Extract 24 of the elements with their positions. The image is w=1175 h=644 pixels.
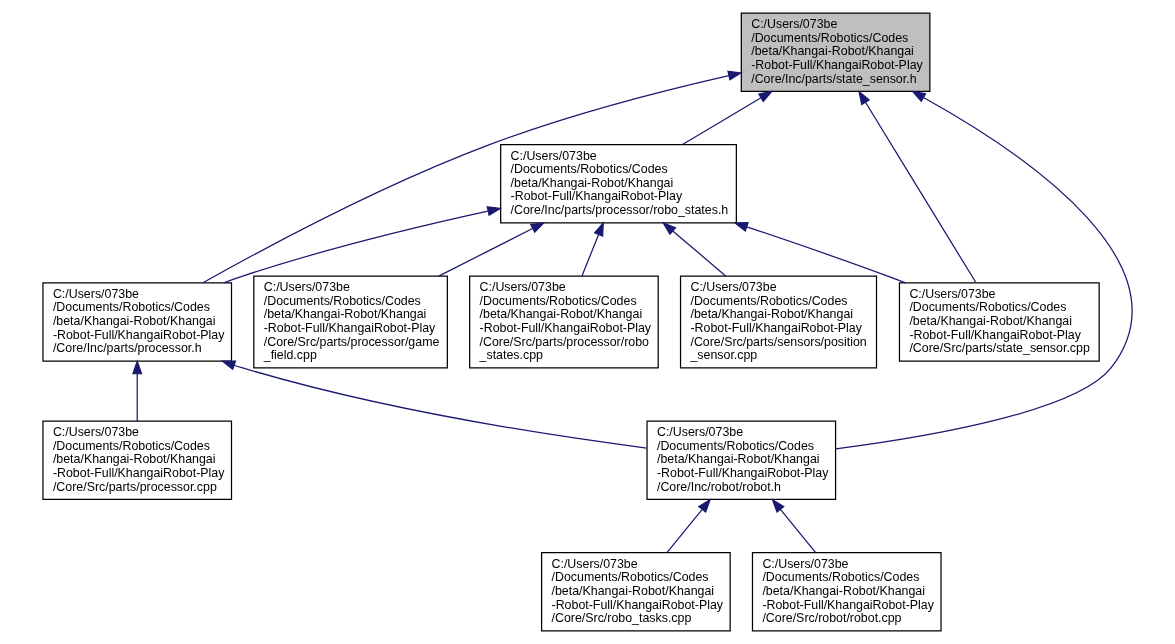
node-box: C:/Users/073be /Documents/Robotics/Codes /beta/Khangai-Robot/Khangai -Robot-Full/KhangaiRobot-Play /Core/Src/robot/robot.cpp	[751, 552, 942, 632]
node-box: C:/Users/073be /Documents/Robotics/Codes /beta/Khangai-Robot/Khangai -Robot-Full/KhangaiRobot-Play /Core/Inc/parts/state_sensor.h	[740, 12, 931, 92]
arrow	[438, 221, 546, 277]
node-box: C:/Users/073be /Documents/Robotics/Codes /beta/Khangai-Robot/Khangai -Robot-Full/KhangaiRobot-Play /Core/Src/parts/state_sensor.cpp	[898, 282, 1100, 362]
arrow	[581, 221, 604, 277]
arrow	[858, 90, 977, 284]
arrow	[681, 90, 774, 146]
node-box: C:/Users/073be /Documents/Robotics/Codes /beta/Khangai-Robot/Khangai -Robot-Full/KhangaiRobot-Play /Core/Src/parts/processor.cpp	[42, 420, 233, 500]
arrow	[666, 498, 712, 554]
node-box: C:/Users/073be /Documents/Robotics/Codes /beta/Khangai-Robot/Khangai -Robot-Full/KhangaiRobot-Play /Core/Inc/parts/processor.h	[42, 282, 233, 362]
node-box: C:/Users/073be /Documents/Robotics/Codes /beta/Khangai-Robot/Khangai -Robot-Full/KhangaiRobot-Play /Core/Src/parts/sensors/position _sensor.cpp	[679, 275, 878, 369]
arrow	[132, 359, 143, 422]
arrow	[771, 498, 817, 554]
arrow	[220, 360, 648, 449]
arrow	[835, 90, 1133, 450]
node-box: C:/Users/073be /Documents/Robotics/Codes /beta/Khangai-Robot/Khangai -Robot-Full/KhangaiRobot-Play /Core/Src/parts/processor/game _field.cpp	[253, 275, 448, 369]
arrow	[661, 221, 727, 277]
node-box: C:/Users/073be /Documents/Robotics/Codes /beta/Khangai-Robot/Khangai -Robot-Full/KhangaiRobot-Play /Core/Inc/parts/processor/robo_states.h	[500, 144, 737, 224]
node-box: C:/Users/073be /Documents/Robotics/Codes /beta/Khangai-Robot/Khangai -Robot-Full/KhangaiRobot-Play /Core/Src/parts/processor/robo _states.cpp	[469, 275, 659, 369]
node-box: C:/Users/073be /Documents/Robotics/Codes /beta/Khangai-Robot/Khangai -Robot-Full/KhangaiRobot-Play /Core/Inc/robot/robot.h	[646, 420, 837, 500]
arrow	[223, 206, 503, 284]
node-box: C:/Users/073be /Documents/Robotics/Codes /beta/Khangai-Robot/Khangai -Robot-Full/KhangaiRobot-Play /Core/Src/robo_tasks.cpp	[541, 552, 731, 632]
arrow	[733, 222, 907, 284]
arrow	[202, 70, 743, 284]
